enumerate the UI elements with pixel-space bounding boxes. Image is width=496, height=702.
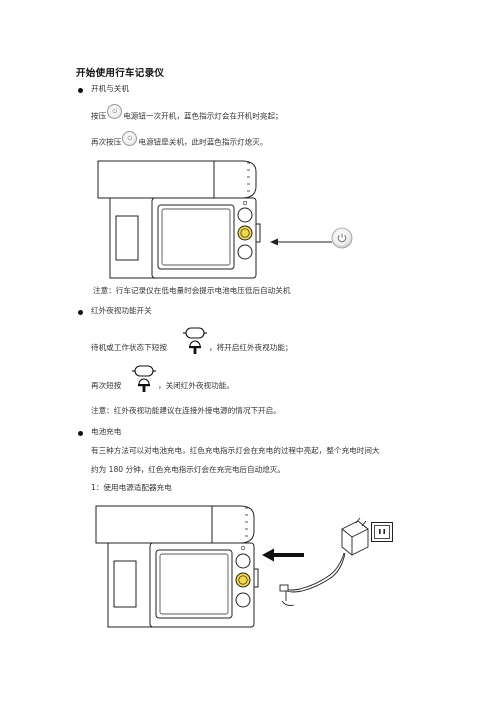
text-fragment: 电源钮一次开机，蓝色指示灯会在开机时亮起；	[123, 111, 283, 121]
bullet	[78, 310, 83, 315]
charge-method-1: 1：使用电源适配器充电	[91, 483, 172, 492]
power-icon: ⏻	[122, 131, 138, 146]
ir-note: 注意：红外夜视功能建议在连接外接电源的情况下开启。	[91, 406, 281, 415]
charge-paragraph-2: 约为 180 分钟，红色充电指示灯会在充完电后自动熄灭。	[91, 465, 285, 475]
arrow-left-icon	[270, 232, 332, 251]
text-fragment: 约为	[91, 465, 109, 474]
section-heading-ir: 红外夜视功能开关	[91, 306, 152, 315]
power-note: 注意：行车记录仪在低电量时会提示电池电压低后自动关机	[93, 286, 291, 295]
ir-instruction-1b: ，将开启红外夜视功能；	[209, 343, 293, 352]
section-heading-charge: 电池充电	[91, 427, 122, 436]
dashcam-illustration	[92, 158, 372, 280]
power-instruction-1: 按压⏻电源钮一次开机，蓝色指示灯会在开机时亮起；	[91, 104, 283, 124]
infrared-icon	[131, 364, 157, 394]
power-icon: ⏻	[107, 104, 123, 119]
dashcam-illustration	[90, 503, 270, 633]
arrow-left-icon	[262, 547, 304, 566]
bullet	[78, 88, 83, 93]
ir-instruction-2: 再次短按	[91, 381, 122, 390]
text-fragment: 按压	[91, 111, 107, 121]
wall-plug-icon	[371, 522, 393, 546]
page-title: 开始使用行车记录仪	[76, 68, 165, 79]
section-heading-power: 开机与关机	[91, 84, 129, 93]
text-fragment: 电源钮是关机，此时蓝色指示灯熄灭。	[138, 137, 268, 147]
text-fragment: 分钟，红色充电指示灯会在充完电后自动熄灭。	[123, 465, 285, 474]
charge-time-number: 180	[108, 465, 124, 474]
infrared-icon	[182, 326, 208, 356]
power-icon	[331, 227, 353, 253]
ir-instruction-2b: ，关闭红外夜视功能。	[158, 381, 234, 390]
bullet	[78, 431, 83, 436]
power-instruction-2: 再次按压⏻电源钮是关机，此时蓝色指示灯熄灭。	[91, 131, 268, 150]
ir-instruction-1: 待机或工作状态下短按	[91, 343, 167, 352]
power-adapter-illustration	[272, 515, 402, 614]
charge-paragraph-1: 有三种方法可以对电池充电，红色充电指示灯会在充电的过程中亮起，整个充电时间大	[91, 446, 380, 455]
text-fragment: 再次按压	[91, 137, 122, 147]
